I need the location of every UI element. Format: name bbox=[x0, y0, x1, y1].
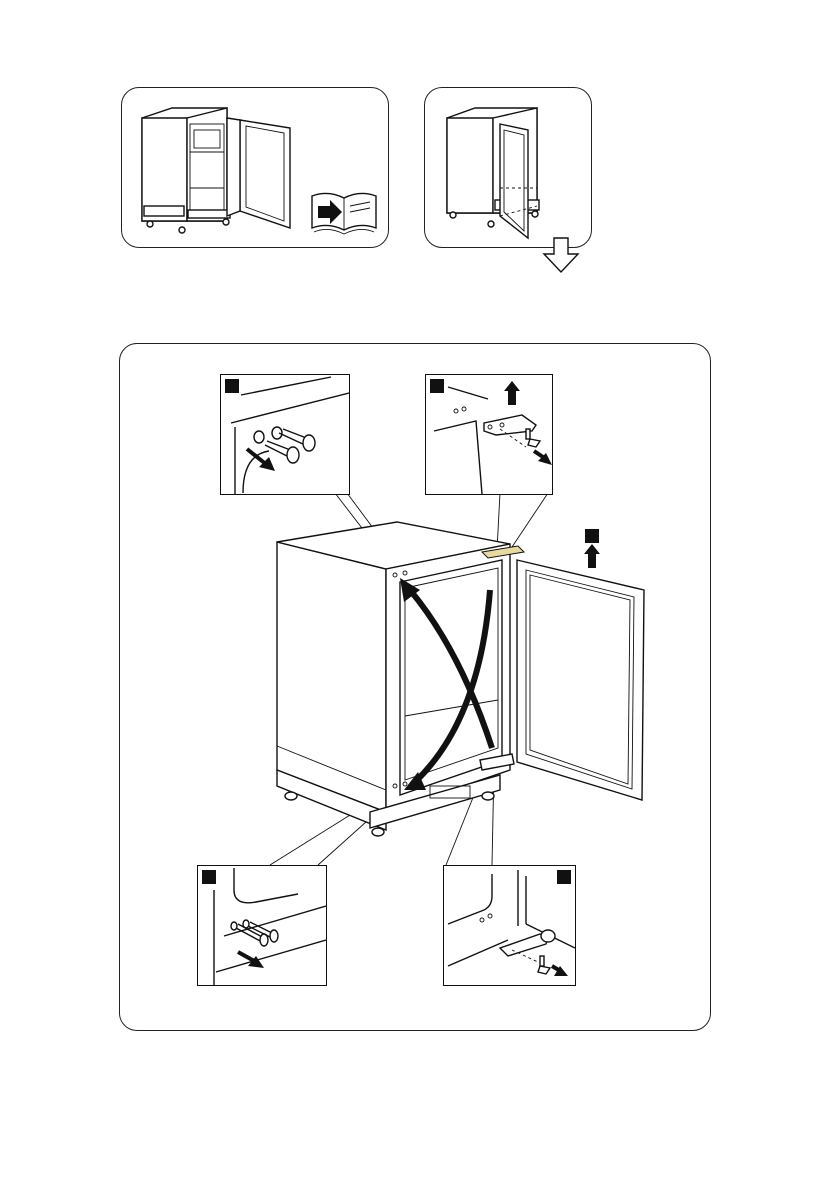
inset-bottom-right-hinge bbox=[443, 865, 576, 986]
step-badge bbox=[585, 529, 599, 543]
inset-top-left-pins bbox=[220, 374, 350, 495]
step-badge bbox=[557, 870, 571, 884]
step-badge bbox=[225, 379, 239, 393]
step-badge bbox=[430, 379, 444, 393]
step-badge bbox=[202, 870, 216, 884]
inset-bottom-left-pins bbox=[197, 865, 327, 986]
inset-top-right-hinge bbox=[425, 374, 553, 495]
